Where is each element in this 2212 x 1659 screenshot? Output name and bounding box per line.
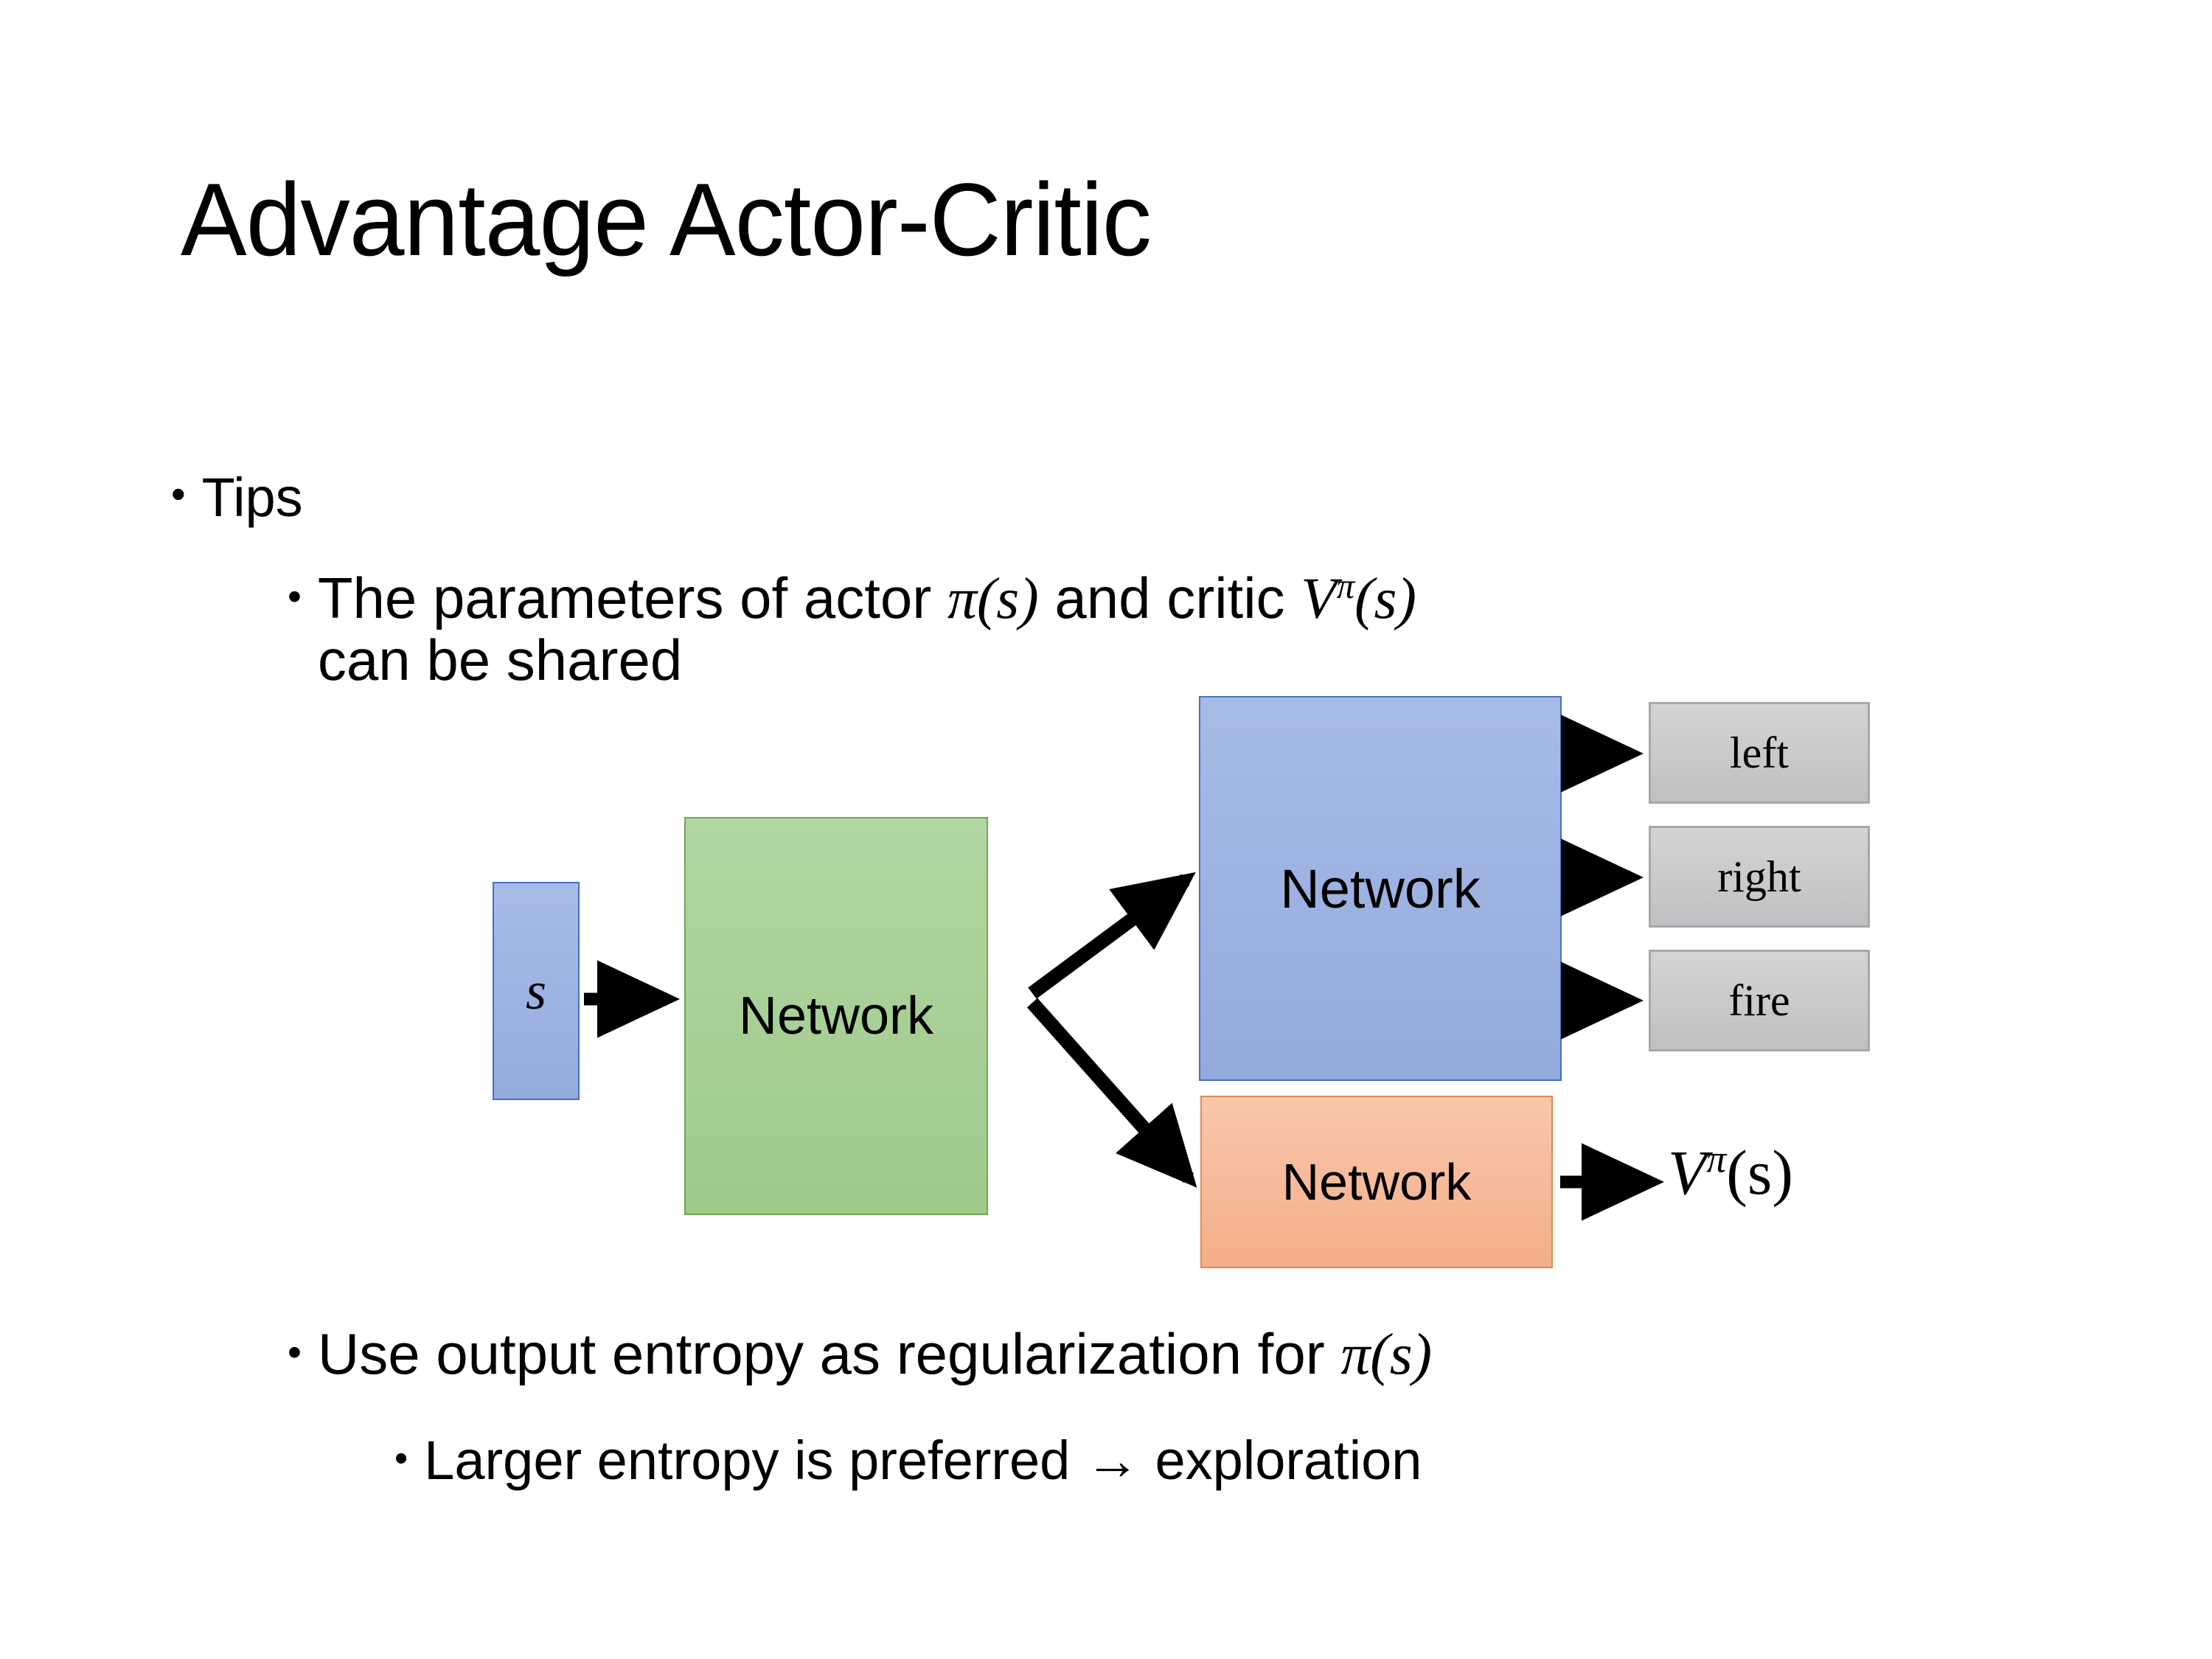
bullet-shared-parameters-text: The parameters of actor π(s) and critic … (318, 568, 1615, 691)
slide-title: Advantage Actor-Critic (181, 161, 1152, 277)
params-pre-text: The parameters of actor (317, 566, 947, 630)
state-input-box: s (493, 882, 580, 1100)
action-output-fire: fire (1649, 950, 1870, 1051)
pi-symbol: π (947, 566, 977, 631)
shared-network-label: Network (738, 987, 934, 1046)
critic-v-args: (s) (1726, 1137, 1794, 1208)
bullet-tips-label: Tips (201, 467, 303, 528)
bullet-larger-entropy-label: Larger entropy is preferred → exploratio… (424, 1430, 1422, 1491)
arrow-shared-to-actor (1028, 872, 1196, 999)
action-label-right: right (1717, 852, 1801, 901)
action-output-left: left (1649, 702, 1870, 804)
bullet-dot-icon: • (394, 1437, 408, 1480)
shared-network-box: Network (684, 817, 988, 1215)
bullet-tips: • Tips (171, 467, 303, 528)
actor-network-label: Network (1280, 858, 1481, 919)
v-args: (s) (1354, 566, 1416, 631)
pi-args: (s) (1370, 1322, 1433, 1387)
bullet-entropy-text: Use output entropy as regularization for… (317, 1321, 1433, 1387)
bullet-dot-icon: • (288, 574, 302, 619)
params-line2-text: can be shared (317, 627, 683, 693)
state-input-label: s (525, 961, 547, 1020)
critic-network-label: Network (1281, 1153, 1472, 1211)
arrow-shared-to-critic (1026, 998, 1197, 1188)
critic-v-symbol: V (1668, 1137, 1707, 1208)
bullet-entropy-regularization: • Use output entropy as regularization f… (288, 1321, 1433, 1387)
bullet-dot-icon: • (171, 470, 186, 517)
critic-network-box: Network (1200, 1096, 1553, 1268)
critic-v-superscript-pi: π (1706, 1136, 1727, 1181)
action-label-fire: fire (1728, 975, 1790, 1025)
v-superscript-pi: π (1336, 567, 1355, 606)
action-output-right: right (1649, 826, 1870, 928)
pi-symbol: π (1340, 1322, 1371, 1387)
bullet-larger-entropy: • Larger entropy is preferred → explorat… (394, 1430, 1422, 1491)
actor-network-box: Network (1199, 696, 1562, 1081)
bullet-dot-icon: • (288, 1330, 302, 1374)
bullet-shared-parameters: • The parameters of actor π(s) and criti… (288, 568, 1615, 691)
v-symbol: V (1301, 566, 1337, 631)
critic-output-value-formula: Vπ(s) (1668, 1135, 1793, 1209)
entropy-pre-text: Use output entropy as regularization for (317, 1321, 1341, 1386)
params-mid-text: and critic (1038, 566, 1301, 630)
pi-args: (s) (976, 566, 1039, 631)
action-label-left: left (1730, 728, 1789, 777)
